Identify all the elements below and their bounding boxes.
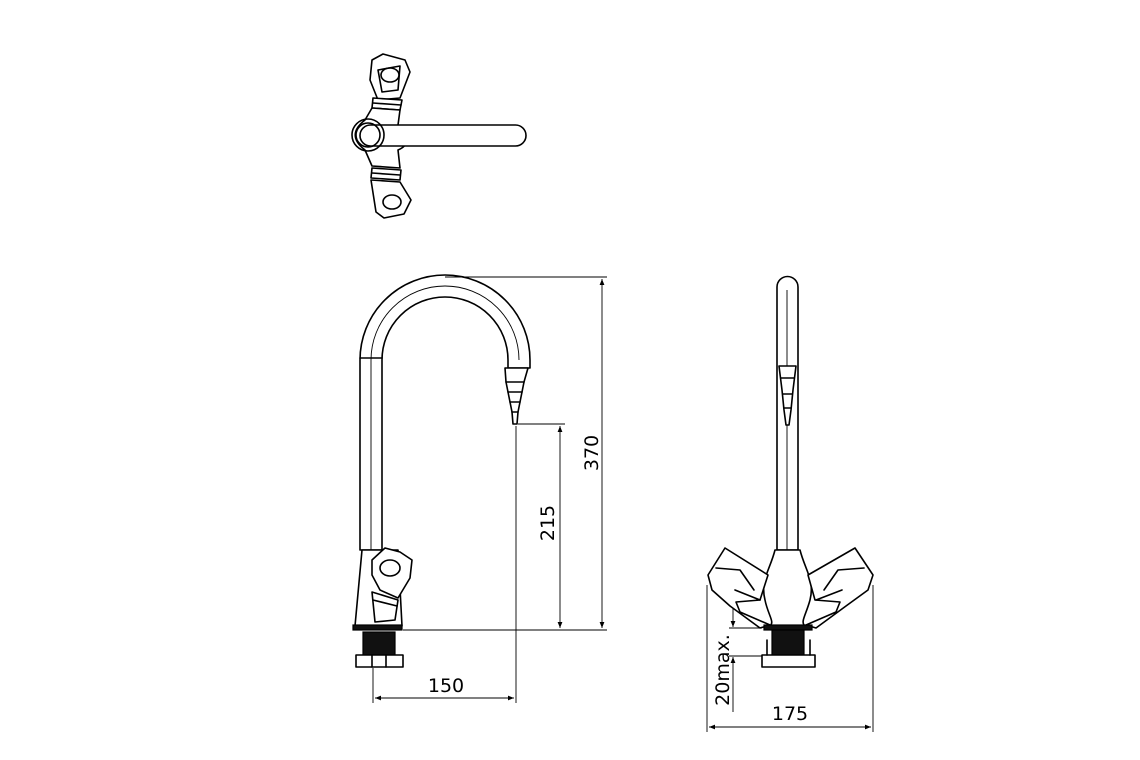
side-view [707, 275, 874, 668]
side-nozzle [778, 365, 797, 426]
gooseneck-spout [359, 274, 531, 551]
dimension-label-150: 150 [428, 675, 464, 697]
front-base-plate [352, 624, 403, 631]
hose-nozzle [504, 367, 529, 425]
top-spout [359, 124, 527, 147]
dimension-label-175: 175 [772, 703, 808, 725]
side-knob-left [707, 547, 771, 629]
dimension-label-215: 215 [537, 505, 559, 541]
dimension-20max: 20max. [712, 608, 762, 712]
dimension-150: 150 [372, 426, 517, 703]
top-knob-upper [369, 53, 411, 111]
side-body [762, 549, 813, 627]
front-view [352, 274, 531, 668]
side-nut [761, 654, 816, 668]
dimension-175: 175 [706, 585, 874, 732]
side-base-plate [763, 624, 813, 631]
dimension-370: 370 [403, 276, 607, 631]
dimension-label-20max: 20max. [712, 634, 734, 706]
front-knob [371, 547, 413, 623]
front-thread [362, 631, 396, 657]
front-nut [355, 654, 404, 668]
dimension-215: 215 [518, 423, 565, 628]
top-knob-lower [370, 167, 412, 219]
top-view [351, 53, 527, 219]
side-knob-right [805, 547, 874, 629]
dimension-label-370: 370 [581, 435, 603, 471]
top-spout-base [351, 118, 385, 152]
